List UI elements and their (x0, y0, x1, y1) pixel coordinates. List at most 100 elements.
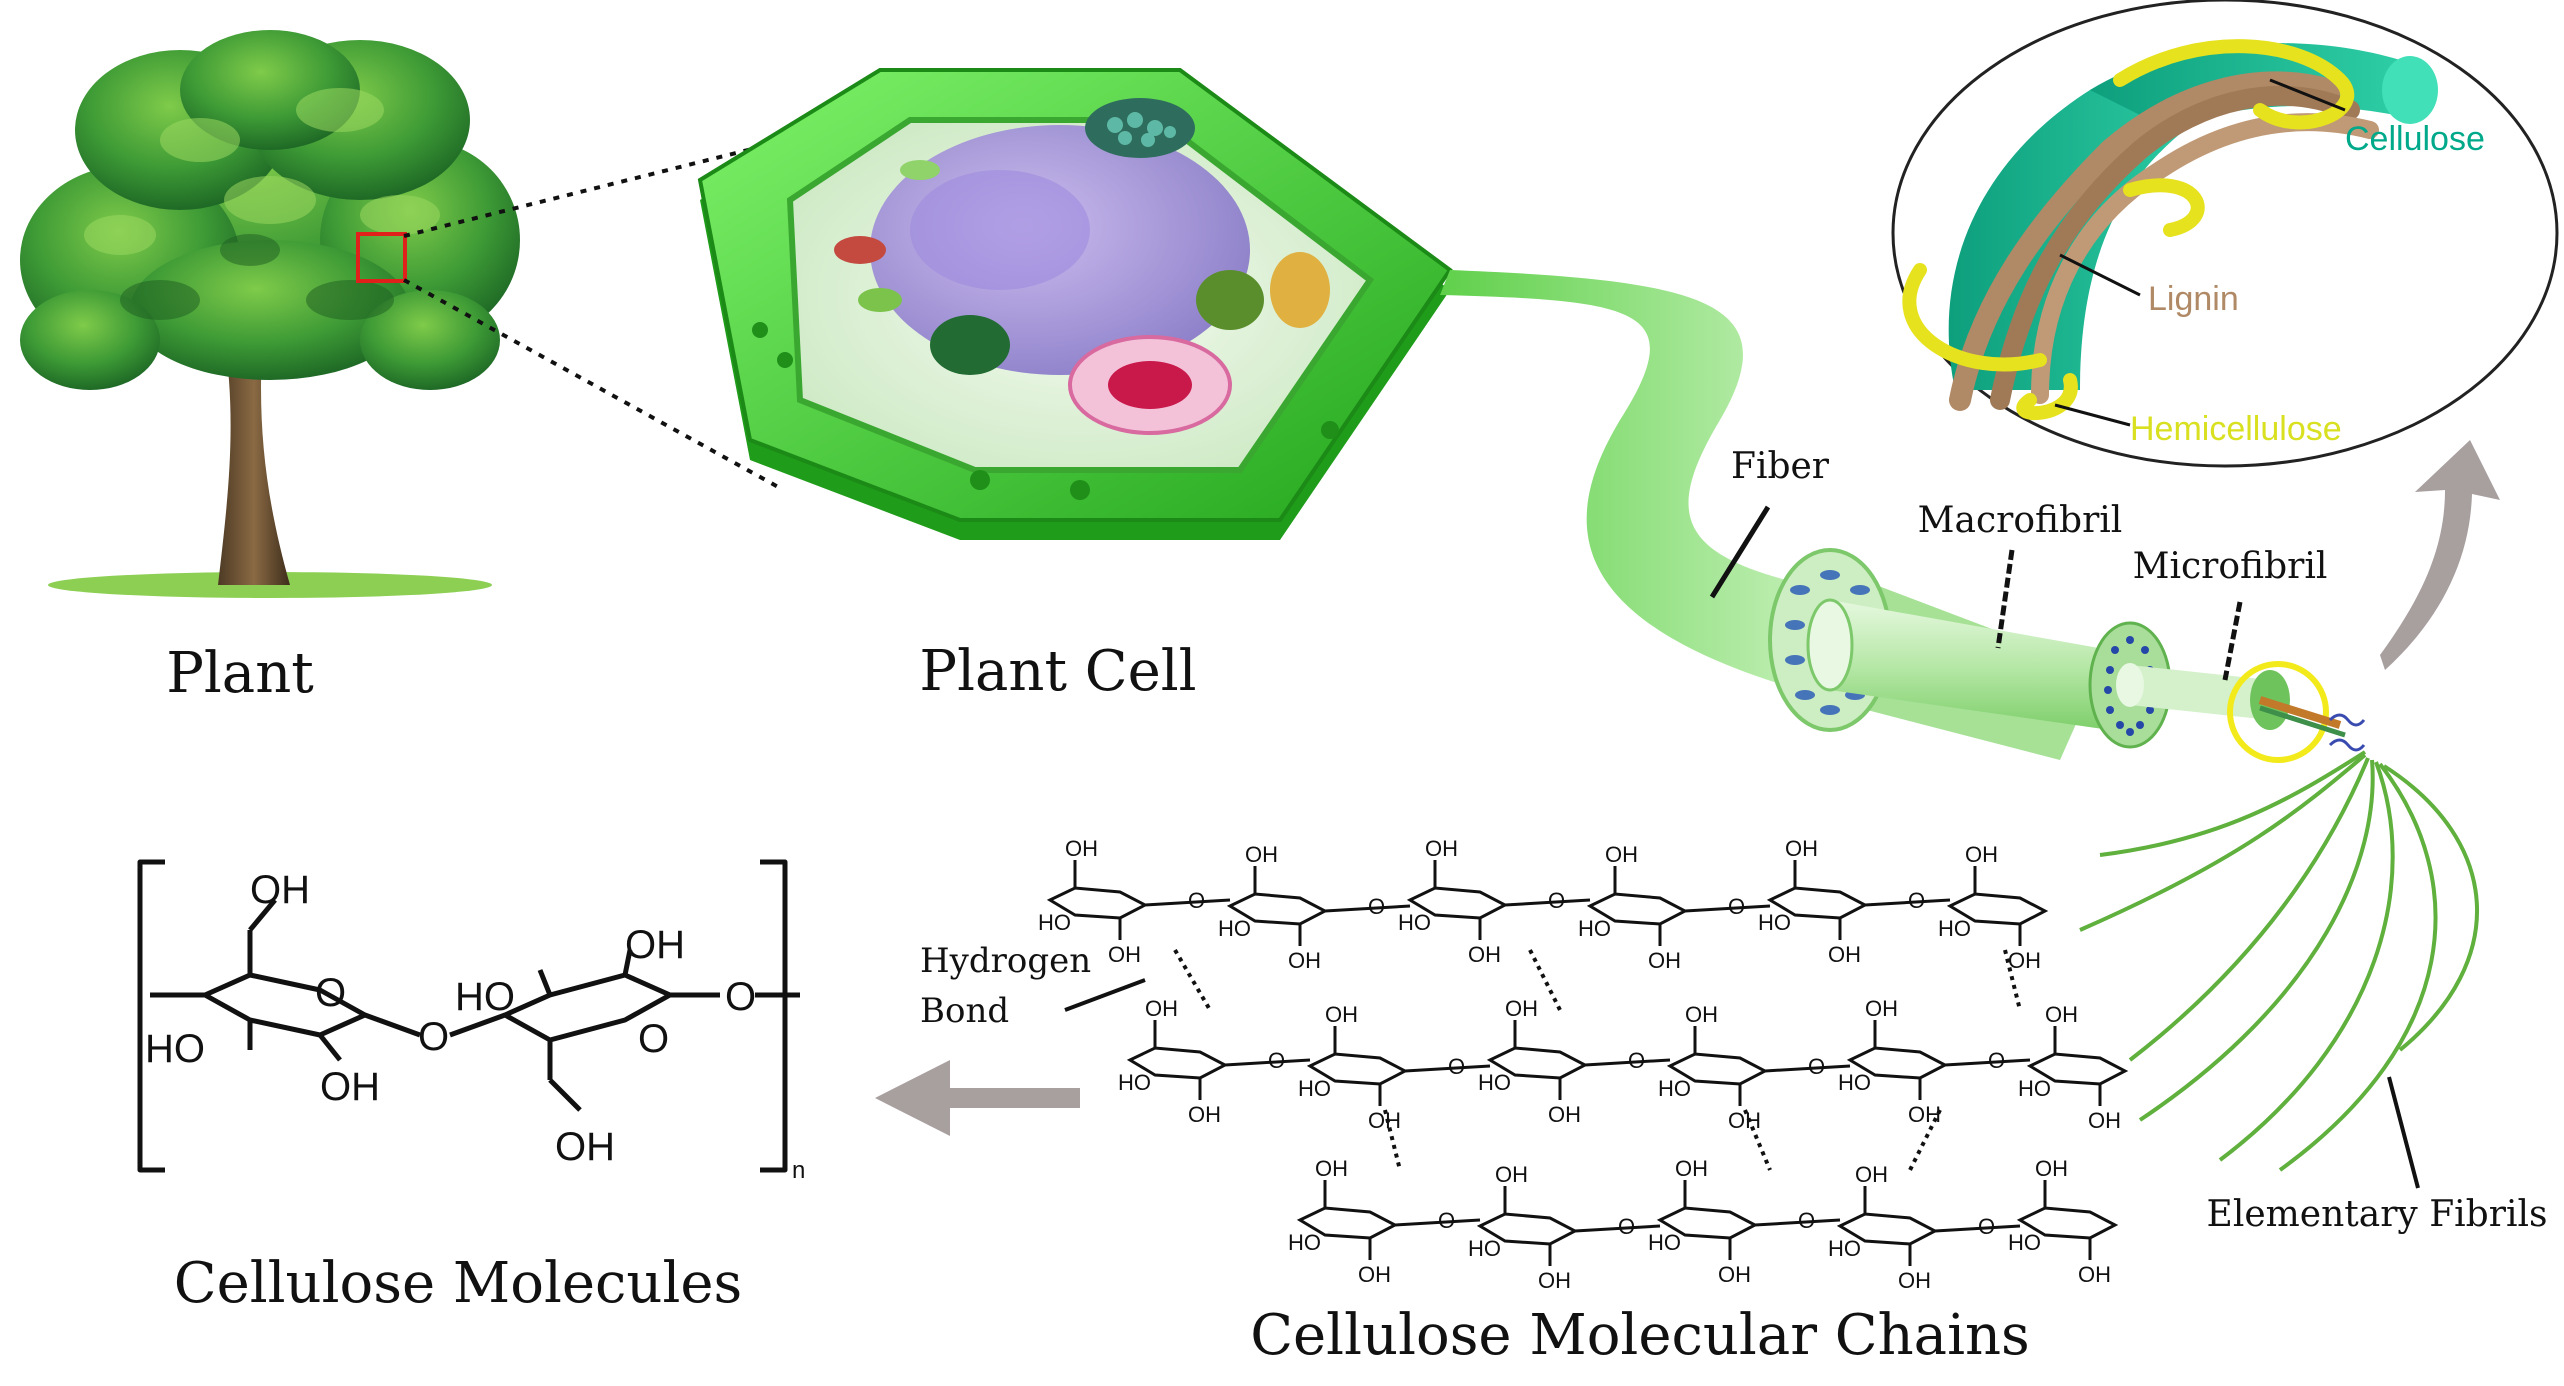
zoom-box (356, 232, 407, 283)
svg-text:OH: OH (625, 923, 685, 967)
elementary-fibrils-label: Elementary Fibrils (2207, 1194, 2548, 1235)
plant-cell-illustration (697, 68, 1453, 540)
svg-text:HO: HO (1478, 1070, 1511, 1095)
svg-text:OH: OH (1685, 1002, 1718, 1027)
svg-text:HO: HO (1758, 910, 1791, 935)
svg-text:HO: HO (1038, 910, 1071, 935)
svg-text:HO: HO (1658, 1076, 1691, 1101)
cellulose-molecular-chains-label: Cellulose Molecular Chains (1250, 1303, 2030, 1368)
microfibril-label: Microfibril (2133, 546, 2328, 587)
plant-label: Plant (166, 641, 314, 706)
svg-text:OH: OH (1898, 1268, 1931, 1293)
tree-illustration (20, 30, 520, 598)
svg-text:OH: OH (1828, 942, 1861, 967)
svg-text:OH: OH (1288, 948, 1321, 973)
cellulose-molecule-atoms: OH O HO OH O HO OH O OH O n (145, 868, 805, 1184)
svg-text:O: O (1988, 1048, 2005, 1073)
svg-text:OH: OH (1548, 1102, 1581, 1127)
svg-text:OH: OH (1855, 1162, 1888, 1187)
svg-text:OH: OH (2008, 948, 2041, 973)
svg-text:O: O (1548, 888, 1565, 913)
svg-text:O: O (1368, 894, 1385, 919)
svg-text:O: O (1438, 1208, 1455, 1233)
svg-text:OH: OH (1495, 1162, 1528, 1187)
inset-lignin-label: Lignin (2148, 280, 2239, 318)
svg-text:OH: OH (320, 1065, 380, 1109)
hydrogen-bond-label-line1: Hydrogen (920, 941, 1091, 981)
svg-text:OH: OH (1965, 842, 1998, 867)
hydrogen-bond-pointer (1064, 978, 1146, 1012)
svg-text:OH: OH (1718, 1262, 1751, 1287)
svg-text:OH: OH (1315, 1156, 1348, 1181)
svg-text:HO: HO (145, 1027, 205, 1071)
svg-text:OH: OH (1065, 836, 1098, 861)
svg-text:O: O (1798, 1208, 1815, 1233)
inset-cellulose-label: Cellulose (2345, 120, 2485, 158)
svg-text:HO: HO (1298, 1076, 1331, 1101)
svg-text:O: O (1908, 888, 1925, 913)
svg-text:O: O (1628, 1048, 1645, 1073)
svg-text:n: n (792, 1157, 805, 1184)
svg-text:HO: HO (1828, 1236, 1861, 1261)
cellulose-molecular-chains (1046, 860, 2129, 1266)
svg-text:HO: HO (1288, 1230, 1321, 1255)
svg-text:HO: HO (1398, 910, 1431, 935)
svg-text:OH: OH (1785, 836, 1818, 861)
cellulose-pointer (2269, 78, 2346, 112)
svg-text:OH: OH (555, 1125, 615, 1169)
svg-text:OH: OH (1108, 942, 1141, 967)
chain-atom-labels: OH OH HO O OH OH HO O OH OH HO O OH OH HO O OH OH HO O OH OH H… (1038, 836, 2121, 1293)
fiber-label: Fiber (1731, 446, 1830, 487)
elementary-fibrils-pointer (2387, 1076, 2420, 1189)
plant-cell-label: Plant Cell (919, 639, 1196, 704)
svg-text:HO: HO (1648, 1230, 1681, 1255)
svg-text:OH: OH (1425, 836, 1458, 861)
svg-text:OH: OH (1505, 996, 1538, 1021)
svg-text:OH: OH (1605, 842, 1638, 867)
svg-text:OH: OH (1908, 1102, 1941, 1127)
svg-text:O: O (1618, 1214, 1635, 1239)
svg-text:HO: HO (1938, 916, 1971, 941)
hydrogen-bonds (1173, 948, 2022, 1171)
svg-text:O: O (1188, 888, 1205, 913)
svg-text:O: O (315, 971, 346, 1015)
svg-text:HO: HO (1118, 1070, 1151, 1095)
svg-text:HO: HO (455, 975, 515, 1019)
svg-text:OH: OH (2035, 1156, 2068, 1181)
svg-text:OH: OH (1675, 1156, 1708, 1181)
svg-text:O: O (1448, 1054, 1465, 1079)
arrow-to-molecule (875, 1060, 1080, 1136)
svg-text:OH: OH (1245, 842, 1278, 867)
svg-text:HO: HO (1468, 1236, 1501, 1261)
hydrogen-bond-label-line2: Bond (920, 991, 1009, 1031)
elementary-fibrils-strands (2079, 750, 2480, 1172)
svg-text:OH: OH (2088, 1108, 2121, 1133)
svg-text:O: O (638, 1017, 669, 1061)
svg-text:HO: HO (1218, 916, 1251, 941)
fiber-hierarchy-illustration (1440, 270, 2366, 763)
svg-text:OH: OH (1865, 996, 1898, 1021)
svg-text:O: O (1268, 1048, 1285, 1073)
svg-text:OH: OH (1468, 942, 1501, 967)
svg-text:HO: HO (2008, 1230, 2041, 1255)
zoom-line-bottom (403, 278, 781, 490)
svg-text:OH: OH (1358, 1262, 1391, 1287)
svg-text:HO: HO (2018, 1076, 2051, 1101)
svg-text:OH: OH (250, 868, 310, 912)
lignin-pointer (2059, 253, 2141, 297)
zoom-line-top (403, 146, 757, 238)
svg-text:OH: OH (1325, 1002, 1358, 1027)
inset-hemicellulose-label: Hemicellulose (2130, 410, 2342, 448)
macrofibril-label: Macrofibril (1918, 500, 2123, 541)
svg-text:O: O (1728, 894, 1745, 919)
svg-text:OH: OH (1648, 948, 1681, 973)
svg-text:OH: OH (1145, 996, 1178, 1021)
svg-text:O: O (725, 975, 756, 1019)
svg-text:OH: OH (1188, 1102, 1221, 1127)
svg-text:OH: OH (2045, 1002, 2078, 1027)
svg-text:O: O (418, 1015, 449, 1059)
svg-text:HO: HO (1578, 916, 1611, 941)
svg-text:O: O (1978, 1214, 1995, 1239)
zoom-arrow-to-inset (2380, 440, 2500, 670)
